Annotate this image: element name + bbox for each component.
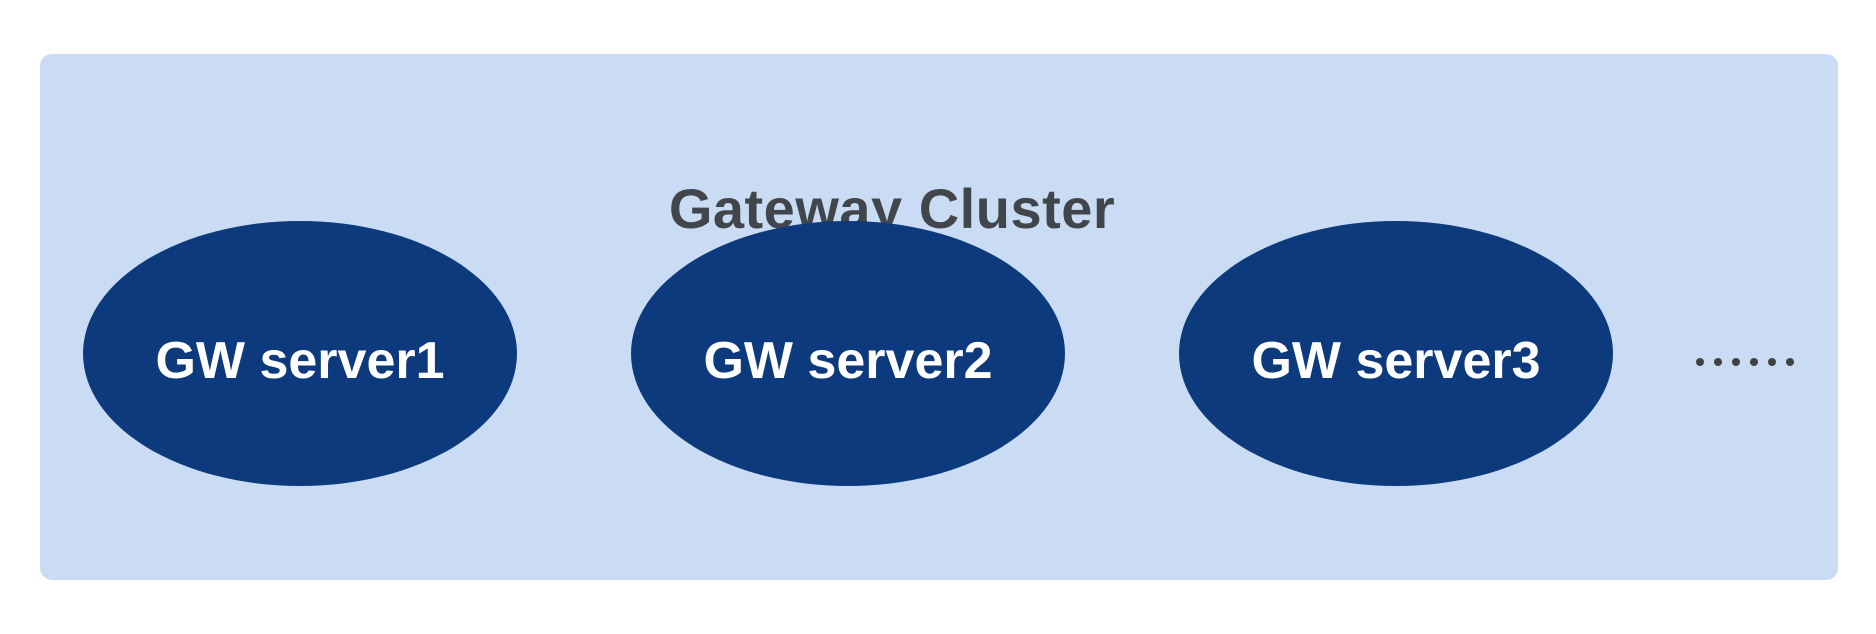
ellipsis-dot: [1768, 358, 1776, 366]
more-servers-ellipsis: [1696, 358, 1794, 366]
ellipsis-dot: [1786, 358, 1794, 366]
gw-server1-ellipse: GW server1: [83, 221, 517, 486]
gw-server2-ellipse: GW server2: [631, 221, 1065, 486]
gateway-cluster-container: Gateway Cluster GW server1 GW server2 GW…: [40, 54, 1838, 580]
gw-server3-ellipse: GW server3: [1179, 221, 1613, 486]
ellipsis-dot: [1750, 358, 1758, 366]
ellipsis-dot: [1696, 358, 1704, 366]
ellipsis-dot: [1732, 358, 1740, 366]
gw-server3-label: GW server3: [1251, 331, 1541, 390]
ellipsis-dot: [1714, 358, 1722, 366]
gw-server1-label: GW server1: [155, 331, 445, 390]
gw-server2-label: GW server2: [703, 331, 993, 390]
